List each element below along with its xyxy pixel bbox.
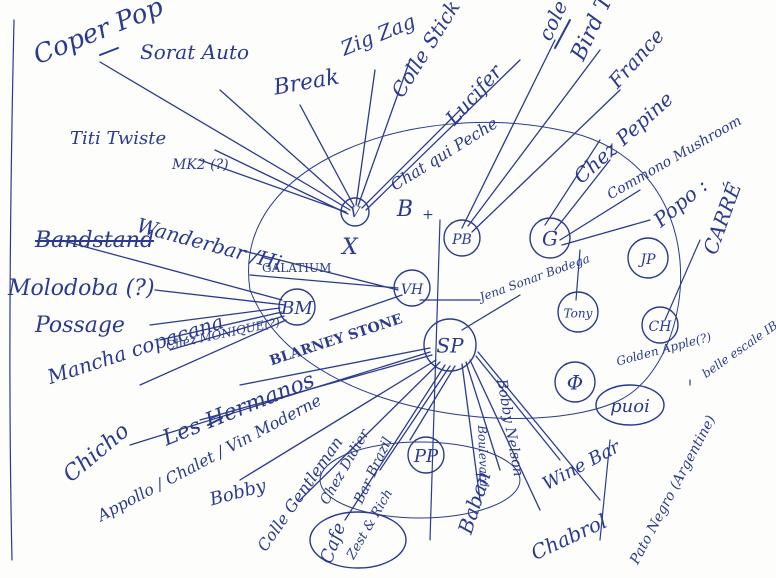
hub-bm-label: BM (280, 298, 313, 319)
hub-pp (407, 436, 445, 474)
label-possage: Possage (35, 313, 125, 338)
mark-x: X (340, 235, 359, 260)
g-connectors (554, 159, 651, 246)
outer-loop (248, 121, 682, 419)
label-galatium: GALATIUM (262, 261, 332, 275)
hub-ch-label: CH (649, 319, 673, 335)
hub-v-label: V (350, 205, 362, 221)
hub-vh-label: VH (401, 282, 424, 298)
pb-connectors (461, 39, 621, 233)
hub-v (340, 197, 370, 227)
red-marks (99, 19, 571, 426)
hub-pb (443, 219, 481, 257)
label-sorat-auto: Sorat Auto (140, 40, 250, 64)
label-mk2: MK2 (?) (172, 157, 229, 173)
hub-phi (554, 361, 596, 403)
hub-pb-label: PB (451, 232, 472, 248)
hub-bm (278, 288, 316, 326)
hub-puoi (595, 384, 665, 426)
misc-connectors (429, 139, 701, 541)
hub-puoi-label: puoi (610, 396, 650, 417)
vh-connectors (239, 249, 481, 321)
hub-sp (423, 318, 477, 372)
label-titi-twiste: Titi Twiste (70, 128, 167, 149)
hub-pp-label: PP (413, 446, 439, 467)
hub-circles (278, 197, 679, 569)
hub-jp (627, 237, 669, 279)
hub-tony (557, 291, 599, 333)
v-connectors (99, 59, 521, 215)
mark-b: B (396, 197, 413, 222)
bm-connectors (59, 239, 287, 386)
hub-tony-label: Tony (564, 307, 593, 321)
hub-ch (641, 306, 679, 344)
margin-line (9, 19, 15, 561)
label-crossed: Bandstand (35, 228, 155, 253)
label-molodoba: Molodoba (?) (8, 276, 155, 301)
hub-jp-label: JP (637, 252, 656, 268)
hub-vh (393, 269, 431, 307)
hub-sp-label: SP (436, 334, 464, 358)
hub-phi-label: Φ (567, 371, 583, 395)
mark-plus: + (422, 207, 434, 223)
hub-zest-oval (309, 511, 407, 569)
sp-connectors (129, 294, 601, 521)
mark-star: + (474, 467, 486, 483)
hub-g-label: G (542, 227, 558, 251)
hub-g (529, 217, 571, 259)
